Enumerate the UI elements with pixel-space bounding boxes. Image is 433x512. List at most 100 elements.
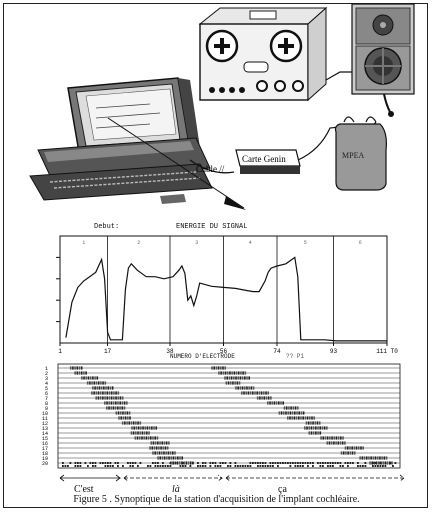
activation-pulse bbox=[300, 416, 302, 420]
activation-pulse bbox=[247, 391, 250, 395]
card-label: Carte Genin bbox=[242, 154, 286, 164]
activation-pulse bbox=[280, 401, 282, 405]
activation-pulse bbox=[384, 462, 387, 464]
activation-pulse bbox=[170, 456, 173, 460]
activation-pulse bbox=[365, 456, 368, 460]
activation-pulse bbox=[295, 416, 298, 420]
activation-pulse bbox=[306, 426, 308, 430]
activation-pulse bbox=[147, 465, 149, 467]
activation-pulse bbox=[351, 451, 354, 455]
activation-pulse bbox=[158, 451, 161, 455]
activation-pulse bbox=[99, 391, 102, 395]
activation-pulse bbox=[232, 381, 234, 385]
activation-pulse bbox=[87, 465, 89, 467]
raster-row-label-10: 10 bbox=[42, 411, 48, 417]
segment-marker-0: 1 bbox=[82, 240, 85, 246]
activation-pulse bbox=[79, 465, 82, 467]
activation-pulse bbox=[259, 462, 262, 464]
activation-pulse bbox=[154, 441, 157, 445]
activation-pulse bbox=[157, 441, 159, 445]
activation-pulse bbox=[257, 462, 259, 464]
activation-pulse bbox=[141, 436, 143, 440]
activation-pulse bbox=[317, 431, 319, 435]
activation-pulse bbox=[110, 401, 113, 405]
x-tick-label-1: 17 bbox=[104, 348, 112, 355]
activation-pulse bbox=[112, 406, 115, 410]
activation-pulse bbox=[212, 462, 214, 464]
activation-pulse bbox=[222, 462, 224, 464]
x-tick-label-6: 111 T0 bbox=[376, 348, 398, 355]
activation-pulse bbox=[143, 436, 145, 440]
activation-pulse bbox=[389, 462, 392, 464]
activation-pulse bbox=[209, 465, 212, 467]
activation-pulse bbox=[339, 465, 342, 467]
chart-title: ENERGIE DU SIGNAL bbox=[176, 223, 248, 231]
activation-pulse bbox=[313, 416, 316, 420]
activation-pulse bbox=[322, 465, 324, 467]
activation-pulse bbox=[137, 431, 139, 435]
activation-pulse bbox=[121, 421, 124, 425]
activation-pulse bbox=[326, 426, 328, 430]
activation-pulse bbox=[291, 411, 294, 415]
activation-pulse bbox=[138, 436, 141, 440]
activation-pulse bbox=[226, 376, 229, 380]
raster-row-label-14: 14 bbox=[42, 431, 48, 437]
activation-pulse bbox=[333, 436, 336, 440]
activation-pulse bbox=[224, 462, 227, 464]
activation-pulse bbox=[215, 366, 218, 370]
activation-pulse bbox=[120, 416, 123, 420]
raster-row-label-2: 2 bbox=[45, 371, 48, 377]
segment-marker-5: 6 bbox=[359, 240, 362, 246]
activation-pulse bbox=[89, 462, 92, 464]
activation-pulse bbox=[271, 401, 274, 405]
speaker-unit bbox=[351, 3, 415, 117]
energy-series-line bbox=[65, 256, 387, 342]
activation-pulse bbox=[239, 376, 242, 380]
activation-pulse bbox=[204, 462, 207, 464]
activation-pulse bbox=[157, 462, 159, 464]
activation-pulse bbox=[249, 465, 252, 467]
activation-pulse bbox=[287, 462, 289, 464]
activation-pulse bbox=[142, 426, 144, 430]
activation-pulse bbox=[252, 462, 254, 464]
activation-pulse bbox=[240, 371, 242, 375]
activation-pulse bbox=[341, 441, 344, 445]
activation-pulse bbox=[146, 426, 149, 430]
activation-pulse bbox=[161, 441, 164, 445]
activation-pulse bbox=[335, 436, 338, 440]
activation-pulse bbox=[204, 465, 207, 467]
activation-pulse bbox=[78, 371, 81, 375]
activation-pulse bbox=[117, 465, 119, 467]
activation-pulse bbox=[357, 462, 359, 464]
activation-pulse bbox=[112, 401, 115, 405]
activation-pulse bbox=[331, 436, 333, 440]
raster-row-label-4: 4 bbox=[45, 381, 48, 387]
activation-pulse bbox=[272, 462, 274, 464]
activation-pulse bbox=[362, 465, 364, 467]
segment-marker-4: 5 bbox=[304, 240, 307, 246]
activation-pulse bbox=[283, 411, 285, 415]
activation-pulse bbox=[174, 451, 176, 455]
activation-pulse bbox=[374, 462, 377, 464]
activation-pulse bbox=[374, 465, 377, 467]
activation-pulse bbox=[179, 456, 181, 460]
raster-frame bbox=[57, 363, 401, 469]
activation-pulse bbox=[129, 416, 131, 420]
phoneme-brackets bbox=[59, 474, 406, 482]
activation-pulse bbox=[225, 381, 228, 385]
activation-pulse bbox=[329, 436, 331, 440]
activation-pulse bbox=[149, 465, 152, 467]
activation-pulse bbox=[119, 411, 122, 415]
activation-pulse bbox=[383, 456, 386, 460]
activation-pulse bbox=[166, 446, 169, 450]
activation-pulse bbox=[291, 416, 294, 420]
x-tick-label-3: 56 bbox=[220, 348, 228, 355]
activation-pulse bbox=[126, 401, 128, 405]
activation-pulse bbox=[99, 462, 102, 464]
activation-pulse bbox=[97, 381, 100, 385]
activation-pulse bbox=[104, 381, 107, 385]
activation-pulse bbox=[199, 465, 202, 467]
activation-pulse bbox=[378, 461, 380, 465]
activation-pulse bbox=[115, 401, 117, 405]
activation-pulse bbox=[197, 462, 199, 464]
